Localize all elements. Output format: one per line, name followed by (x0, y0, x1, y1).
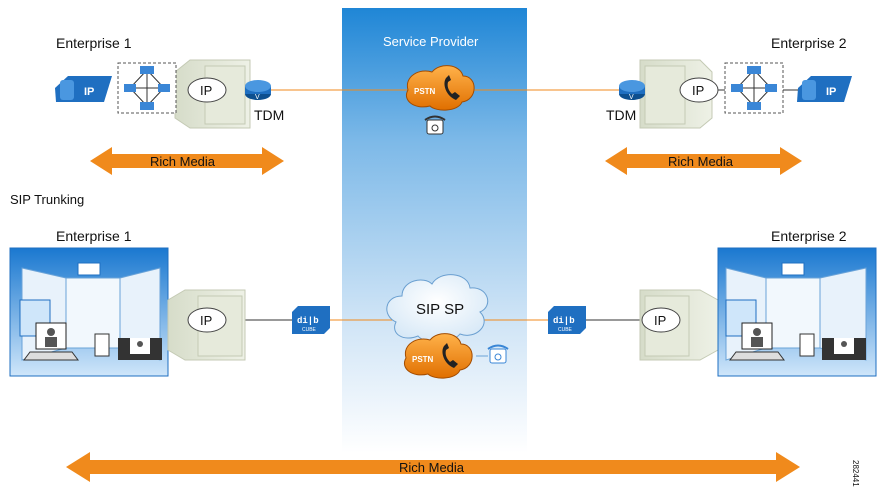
switch-cluster-right (724, 62, 784, 114)
ip-cloud-right-top: IP (679, 77, 719, 103)
rich-media-arrow-bottom: Rich Media (66, 452, 800, 482)
svg-text:IP: IP (200, 313, 212, 328)
svg-text:Rich Media: Rich Media (399, 460, 465, 475)
svg-text:V: V (255, 94, 260, 101)
tdm-left-label: TDM (254, 107, 285, 123)
ip-cloud-left-bottom: IP (187, 307, 227, 333)
figure-id: 282441 (851, 460, 860, 487)
sip-sp-cloud: SIP SP (386, 274, 489, 343)
pstn-cloud-bottom: PSTN (404, 333, 473, 379)
ip-cloud-left-top: IP (187, 77, 227, 103)
building-right-top (639, 59, 713, 129)
ip-phone-icon: IP (55, 76, 112, 102)
sip-trunking-label: SIP Trunking (10, 192, 85, 207)
svg-text:IP: IP (826, 86, 836, 98)
svg-text:SIP SP: SIP SP (416, 301, 464, 318)
svg-text:CUBE: CUBE (302, 327, 317, 333)
svg-text:IP: IP (200, 83, 212, 98)
svg-text:IP: IP (84, 86, 94, 98)
enterprise-office-right (717, 247, 877, 377)
pstn-cloud-top: PSTN (406, 65, 475, 111)
telephone-icon (487, 344, 509, 364)
cube-device-right: di|b CUBE (548, 306, 586, 334)
enterprise-office-left (9, 247, 169, 377)
voice-router-icon: V (245, 80, 271, 101)
svg-text:IP: IP (654, 313, 666, 328)
enterprise-2-top-label: Enterprise 2 (771, 35, 847, 51)
rich-media-arrow-left: Rich Media (90, 147, 284, 175)
rich-media-arrow-right: Rich Media (605, 147, 802, 175)
svg-text:PSTN: PSTN (412, 355, 434, 364)
service-provider-label: Service Provider (383, 34, 479, 49)
voice-router-icon: V (619, 80, 645, 101)
ip-cloud-right-bottom: IP (641, 307, 681, 333)
enterprise-1-bottom-label: Enterprise 1 (56, 228, 132, 244)
svg-text:Rich Media: Rich Media (150, 154, 216, 169)
telephone-icon (424, 115, 446, 135)
svg-text:Rich Media: Rich Media (668, 154, 734, 169)
tdm-right-label: TDM (606, 107, 637, 123)
svg-text:di|b: di|b (297, 316, 319, 326)
switch-cluster-left (117, 62, 177, 114)
cube-device-left: di|b CUBE (292, 306, 330, 334)
enterprise-2-bottom-label: Enterprise 2 (771, 228, 847, 244)
svg-text:di|b: di|b (553, 316, 575, 326)
svg-text:PSTN: PSTN (414, 87, 436, 96)
ip-phone-icon: IP (797, 76, 852, 102)
enterprise-1-top-label: Enterprise 1 (56, 35, 132, 51)
svg-text:V: V (629, 94, 634, 101)
svg-text:CUBE: CUBE (558, 327, 573, 333)
svg-text:IP: IP (692, 83, 704, 98)
